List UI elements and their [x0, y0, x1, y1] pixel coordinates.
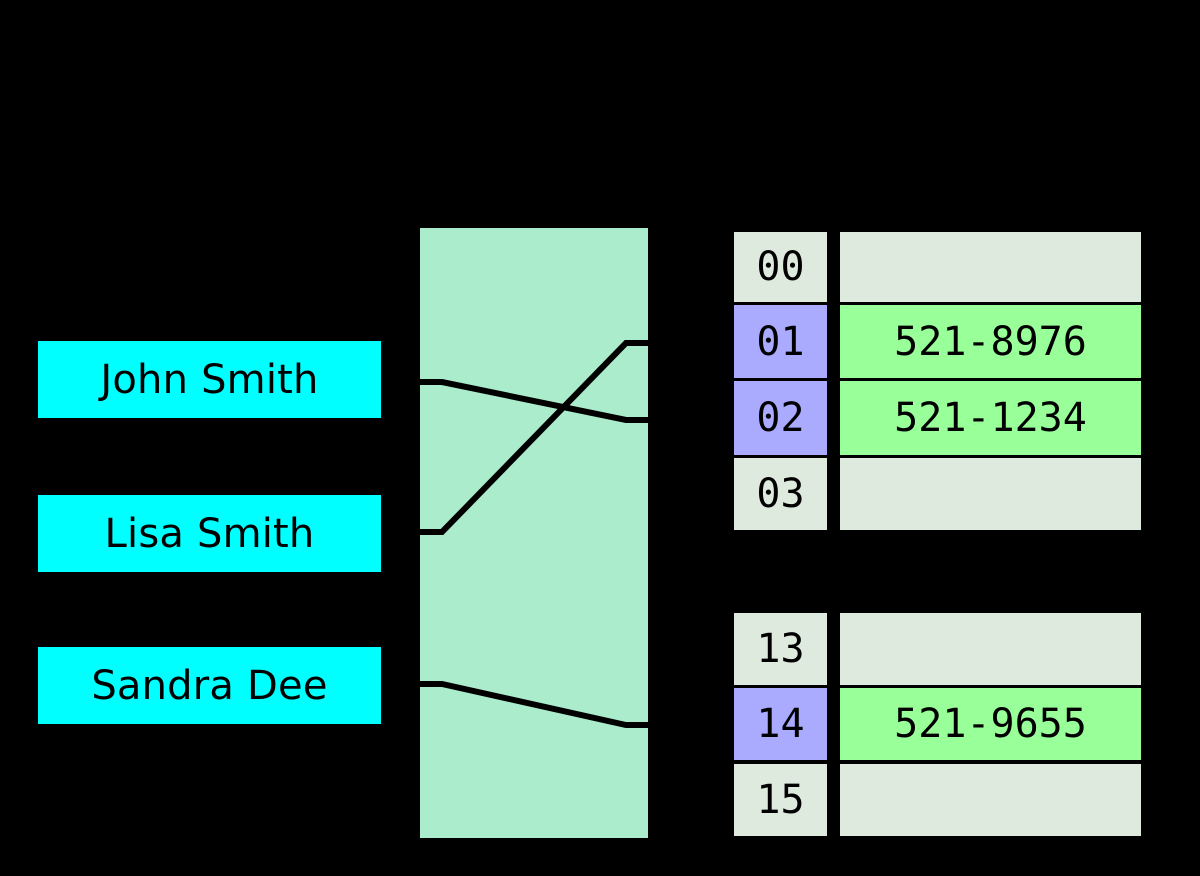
- bucket-value-cell: 521-9655: [840, 688, 1141, 760]
- bucket-index-cell: 00: [734, 232, 827, 302]
- bucket-index-cell: 14: [734, 688, 827, 760]
- bucket-value-cell: 521-1234: [840, 381, 1141, 455]
- bucket-value-cell: [840, 613, 1141, 685]
- bucket-index-label: 15: [756, 777, 805, 823]
- bucket-value-cell: [840, 764, 1141, 836]
- bucket-value-cell: [840, 232, 1141, 302]
- bucket-index-cell: 02: [734, 381, 827, 455]
- bucket-index-label: 00: [756, 244, 805, 290]
- bucket-index-cell: 13: [734, 613, 827, 685]
- key-box: Lisa Smith: [38, 495, 381, 572]
- hash-function-block: [420, 228, 648, 838]
- key-label: Lisa Smith: [104, 510, 315, 557]
- bucket-index-label: 01: [756, 318, 805, 365]
- bucket-index-label: 03: [756, 471, 805, 517]
- key-label: John Smith: [100, 356, 319, 403]
- bucket-index-cell: 15: [734, 764, 827, 836]
- bucket-value-label: 521-9655: [894, 701, 1087, 747]
- bucket-value-label: 521-8976: [894, 318, 1087, 365]
- bucket-index-cell: 01: [734, 305, 827, 378]
- bucket-index-label: 14: [756, 701, 805, 747]
- bucket-index-cell: 03: [734, 458, 827, 530]
- bucket-index-label: 13: [756, 626, 805, 672]
- bucket-value-cell: [840, 458, 1141, 530]
- bucket-value-cell: 521-8976: [840, 305, 1141, 378]
- bucket-value-label: 521-1234: [894, 395, 1087, 441]
- key-box: Sandra Dee: [38, 647, 381, 724]
- bucket-index-label: 02: [756, 395, 805, 441]
- key-box: John Smith: [38, 341, 381, 418]
- key-label: Sandra Dee: [91, 662, 328, 709]
